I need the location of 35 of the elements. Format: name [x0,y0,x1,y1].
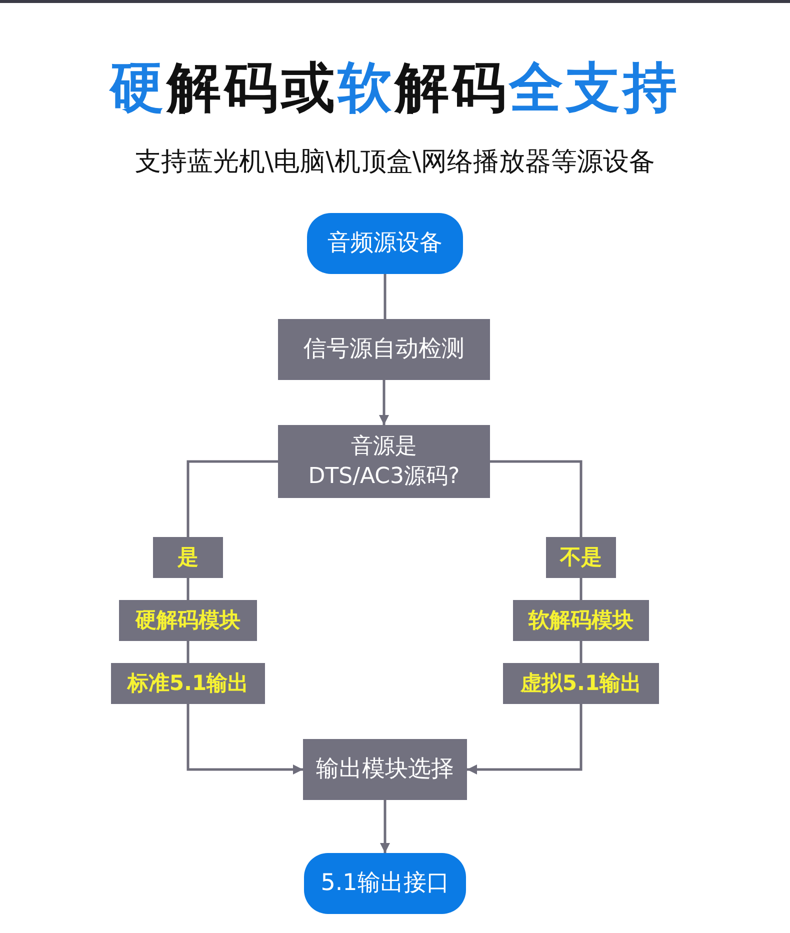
process-box [278,319,490,380]
terminal-pill [307,213,463,274]
process-box [503,663,659,704]
process-box [303,739,467,800]
arrow [467,704,582,774]
connector-line [384,274,386,319]
connector-line [580,578,582,600]
connector-line [580,641,582,663]
node-text: 标准5.1输出 [127,670,249,697]
decision-box [278,425,490,498]
node-text: 软解码模块 [528,606,634,634]
subtitle: 支持蓝光机\电脑\机顶盒\网络播放器等源设备 [134,146,656,179]
arrow [380,800,390,853]
node-text: 5.1输出接口 [320,869,450,898]
connector-line [186,578,190,600]
node-text: 是 [178,544,198,571]
node-text: 输出模块选择 [316,755,454,784]
node-text: 硬解码模块 [136,606,240,634]
process-box [513,600,649,641]
node-text: 不是 [560,544,602,571]
title: 硬解码或软解码全支持 [108,55,681,121]
connector-line [186,641,190,663]
node-text: 信号源自动检测 [304,335,464,364]
process-box [119,600,257,641]
node-text: 音频源设备 [328,229,442,258]
process-box [111,663,265,704]
connector-line [186,460,278,537]
process-box [546,537,616,578]
terminal-pill [304,853,466,914]
process-box [153,537,223,578]
arrow [186,704,303,774]
node-text: 音源是DTS/AC3源码? [308,432,460,490]
node-text: 虚拟5.1输出 [520,670,642,697]
connector-line [490,460,582,537]
arrow [379,380,389,425]
